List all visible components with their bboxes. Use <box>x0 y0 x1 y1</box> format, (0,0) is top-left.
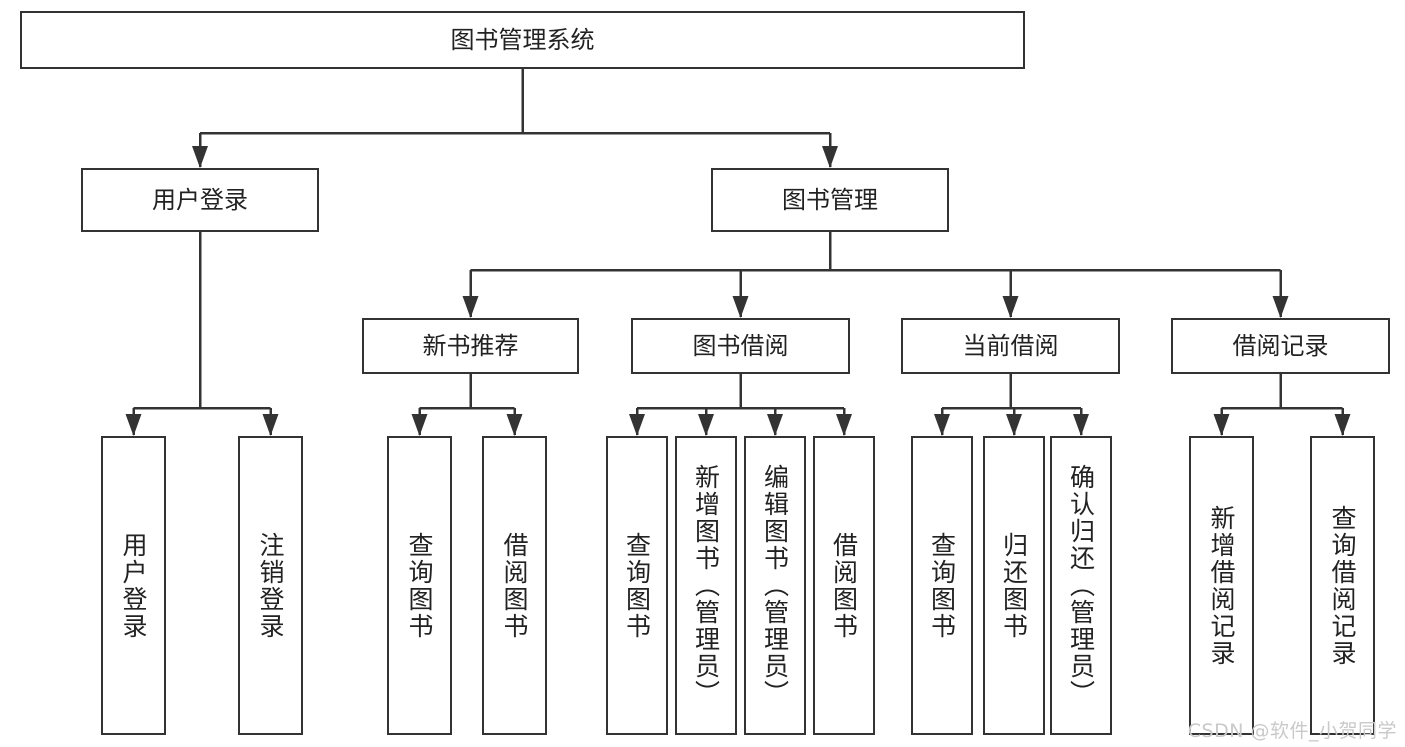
node-label: 图书借阅 <box>692 332 789 360</box>
node-label: 当前借阅 <box>962 332 1059 360</box>
node-label: 注销登录 <box>256 531 285 640</box>
node-leaf-query-borrow-record[interactable]: 查询借阅记录 <box>1310 436 1375 735</box>
node-root[interactable]: 图书管理系统 <box>20 11 1025 69</box>
node-leaf-query-book-3[interactable]: 查询图书 <box>911 436 973 735</box>
node-label: 查询图书 <box>927 531 957 640</box>
node-label: 新增借阅记录 <box>1207 504 1236 667</box>
node-leaf-edit-book[interactable]: 编辑图书（管理员） <box>744 436 806 735</box>
node-leaf-borrow-book-2[interactable]: 借阅图书 <box>813 436 875 735</box>
node-label: 确认归还（管理员） <box>1066 464 1096 707</box>
node-label: 新书推荐 <box>422 332 519 360</box>
node-borrow-record[interactable]: 借阅记录 <box>1171 318 1390 374</box>
node-label: 查询图书 <box>622 531 652 640</box>
node-label: 编辑图书（管理员） <box>760 464 790 707</box>
node-new-book-recommend[interactable]: 新书推荐 <box>362 318 579 374</box>
node-label: 新增图书（管理员） <box>691 464 721 707</box>
node-label: 借阅记录 <box>1232 332 1329 360</box>
node-book-management[interactable]: 图书管理 <box>711 168 949 232</box>
node-label: 查询借阅记录 <box>1328 504 1357 667</box>
csdn-watermark: CSDN @软件_小贺同学 <box>1187 720 1397 742</box>
node-label: 借阅图书 <box>829 531 859 640</box>
node-label: 用户登录 <box>119 531 148 640</box>
node-leaf-add-borrow-record[interactable]: 新增借阅记录 <box>1189 436 1254 735</box>
node-label: 归还图书 <box>999 531 1029 640</box>
node-leaf-query-book-1[interactable]: 查询图书 <box>387 436 452 735</box>
node-current-borrow[interactable]: 当前借阅 <box>901 318 1120 374</box>
node-label: 用户登录 <box>152 186 248 214</box>
node-label: 图书管理 <box>782 186 878 214</box>
node-label: 图书管理系统 <box>450 26 595 54</box>
node-label: 查询图书 <box>405 531 434 640</box>
node-user-login[interactable]: 用户登录 <box>81 168 319 232</box>
node-leaf-logout[interactable]: 注销登录 <box>238 436 303 735</box>
node-leaf-borrow-book-1[interactable]: 借阅图书 <box>482 436 547 735</box>
node-leaf-add-book[interactable]: 新增图书（管理员） <box>675 436 737 735</box>
node-leaf-confirm-return[interactable]: 确认归还（管理员） <box>1050 436 1112 735</box>
node-label: 借阅图书 <box>500 531 529 640</box>
node-book-borrow[interactable]: 图书借阅 <box>631 318 850 374</box>
node-leaf-user-login[interactable]: 用户登录 <box>101 436 166 735</box>
node-leaf-query-book-2[interactable]: 查询图书 <box>606 436 668 735</box>
node-leaf-return-book[interactable]: 归还图书 <box>983 436 1045 735</box>
